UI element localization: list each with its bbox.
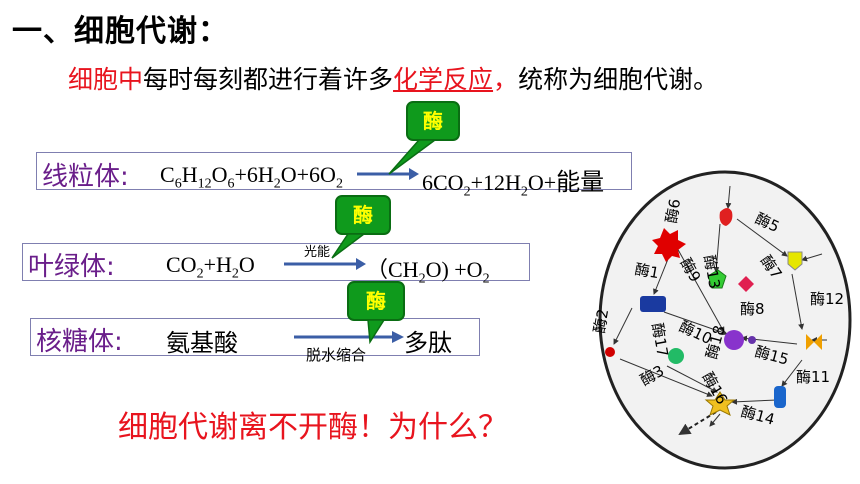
cell-metabolism-diagram: 酶6 酶5 酶13 酶9 酶7 酶1 酶2 酶17 酶10 酶8 酶12 酶15… [592, 170, 852, 470]
enzyme-label-2: 酶 [353, 203, 373, 227]
cell-label: 酶17 [648, 322, 672, 359]
red-drop-shape [719, 208, 733, 226]
green-pentagon-shape [707, 269, 727, 289]
condition-dehydration: 脱水缩合 [306, 346, 367, 364]
equation-box-mitochondria [36, 152, 632, 190]
pathway-arrows [613, 185, 827, 427]
equation-box-chloroplast [22, 243, 530, 281]
intro-highlight-reaction: 化学反应 [393, 65, 494, 94]
intro-sentence: 细胞中每时每刻都进行着许多化学反应，统称为细胞代谢。 [68, 60, 718, 96]
arrow-icon [357, 168, 419, 180]
arrow-icon [294, 331, 404, 343]
enzyme-callout-2 [331, 195, 391, 259]
equation-left-mitochondria: C6H12O6+6H2O+6O2 [160, 162, 343, 192]
yellow-shield-shape [787, 251, 803, 271]
equation-right-mitochondria: 6CO2+12H2O+能量 [422, 170, 605, 200]
enzyme-callout-1 [388, 101, 460, 175]
cell-label: 酶2 [592, 307, 612, 334]
star-burst-shape [652, 228, 686, 262]
purple-small-blob-shape [748, 336, 756, 344]
red-dot-shape [605, 347, 615, 357]
gold-star-shape [704, 391, 736, 416]
blue-cylinder-shape [774, 386, 786, 408]
organelle-label-chloroplast: 叶绿体: [28, 252, 115, 282]
page-title: 一、细胞代谢： [12, 14, 229, 49]
green-circle-shape [668, 348, 684, 364]
condition-light: 光能 [304, 245, 331, 260]
intro-text: 每时每刻都进行着许多 [143, 65, 394, 94]
cell-label: 酶8 [740, 300, 765, 318]
organelle-label-mitochondria: 线粒体: [42, 162, 129, 192]
intro-text-end: 统称为细胞代谢。 [518, 65, 719, 94]
enzyme-label-1: 酶 [423, 109, 443, 133]
cell-label: 酶11 [796, 368, 830, 386]
equation-right-chloroplast: （CH2O) +O2 [366, 257, 490, 287]
purple-blob-shape [724, 330, 744, 350]
red-diamond-shape [738, 276, 754, 292]
equation-right-ribosome: 多肽 [404, 329, 452, 357]
arrow-icon [284, 258, 366, 270]
question-text: 细胞代谢离不开酶！为什么？ [118, 410, 508, 445]
equation-box-ribosome [30, 318, 480, 356]
intro-highlight-cell: 细胞中 [68, 65, 144, 94]
equation-left-ribosome: 氨基酸 [166, 329, 238, 357]
cell-label: 酶12 [810, 290, 844, 308]
organelle-label-ribosome: 核糖体: [36, 327, 123, 357]
equation-left-chloroplast: CO2+H2O [166, 252, 255, 282]
orange-bowtie-shape [814, 334, 822, 350]
enzyme-label-3: 酶 [366, 289, 386, 313]
intro-comma: ， [493, 65, 519, 94]
blue-block-shape [640, 296, 666, 312]
cell-label: 酶6 [662, 197, 684, 224]
cell-label: 酶1 [633, 260, 660, 282]
enzyme-callout-3 [347, 281, 405, 345]
cell-label: 酶13 [700, 254, 724, 291]
